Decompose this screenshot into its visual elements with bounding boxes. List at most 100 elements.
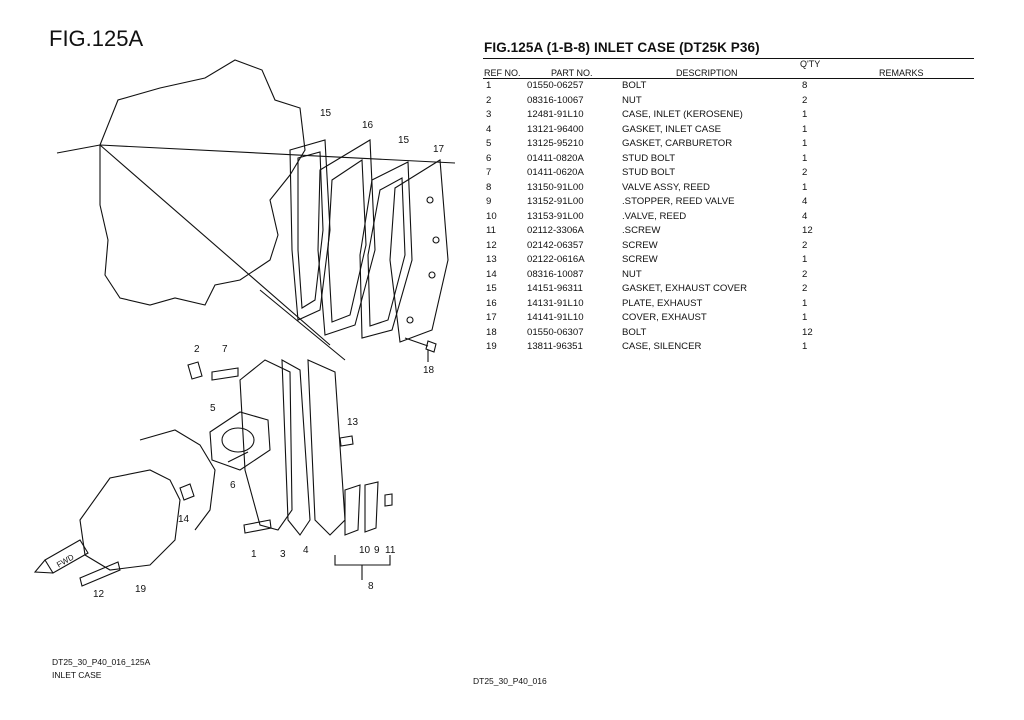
callout-14: 14	[178, 514, 190, 525]
part-no-cell: 01550-06257	[527, 80, 584, 91]
parts-list-title: FIG.125A (1-B-8) INLET CASE (DT25K P36)	[484, 40, 760, 55]
carburetor-flange	[209, 411, 271, 471]
part-no-cell: 13152-91L00	[527, 196, 584, 207]
qty-cell: 2	[802, 94, 808, 106]
ref-no-cell: 9	[486, 196, 492, 207]
part-no-cell: 13153-91L00	[527, 210, 584, 222]
screw-11	[384, 493, 393, 507]
footer-page: DT25_30_P40_016	[473, 676, 547, 686]
part-no-cell: 01411-0620A	[527, 167, 584, 178]
exploded-parts-diagram: 15 16 15 17 18 2 7 5 13 6 14 1 3 4 10 9 …	[33, 59, 456, 600]
qty-cell: 1	[802, 254, 808, 265]
plate-16	[317, 139, 376, 336]
reed-valve-plate	[307, 359, 346, 536]
part-no-cell: 01550-06307	[527, 326, 584, 338]
reed-valve-9	[364, 481, 379, 533]
callout-2: 2	[194, 344, 200, 355]
callout-18: 18	[423, 365, 435, 376]
ref-no-cell: 16	[486, 297, 497, 309]
callout-6: 6	[230, 480, 236, 491]
callout-1: 1	[251, 549, 257, 560]
gasket-15-right	[359, 161, 413, 339]
screw-12	[79, 561, 121, 587]
callout-16: 16	[362, 120, 374, 131]
plate-16-inner	[327, 159, 367, 323]
callout-7: 7	[222, 344, 228, 355]
qty-cell: 1	[802, 109, 808, 120]
stud-bolt-6	[227, 451, 249, 463]
part-no-cell: 14151-96311	[527, 283, 583, 294]
header-remarks: REMARKS	[879, 68, 924, 78]
ref-no-cell: 5	[486, 138, 492, 149]
header-ref-no: REF NO.	[484, 68, 521, 78]
callout-3: 3	[280, 549, 286, 560]
description-cell: VALVE ASSY, REED	[622, 181, 710, 193]
description-cell: STUD BOLT	[622, 152, 676, 164]
fwd-arrow	[33, 539, 89, 574]
qty-cell: 12	[802, 225, 813, 236]
qty-cell: 1	[802, 297, 808, 309]
callout-19: 19	[135, 584, 147, 595]
part-no-cell: 14131-91L10	[527, 297, 584, 309]
callout-15b: 15	[398, 135, 410, 146]
description-cell: .STOPPER, REED VALVE	[622, 196, 735, 207]
part-no-cell: 13125-95210	[527, 138, 584, 149]
nut-2	[187, 361, 203, 380]
description-cell: GASKET, EXHAUST COVER	[622, 283, 748, 294]
guide-line	[259, 289, 346, 361]
description-cell: BOLT	[622, 80, 647, 91]
description-cell: CASE, SILENCER	[622, 341, 702, 352]
part-no-cell: 13121-96400	[527, 123, 584, 135]
header-qty: Q'TY	[800, 59, 821, 69]
ref-no-cell: 18	[486, 326, 497, 338]
callout-15a: 15	[320, 108, 332, 119]
callout-10: 10	[359, 545, 371, 556]
part-no-cell: 02142-06357	[527, 239, 584, 251]
qty-cell: 1	[802, 181, 808, 193]
callout-5: 5	[210, 403, 216, 414]
qty-cell: 1	[802, 152, 808, 164]
header-part-no: PART NO.	[551, 68, 593, 78]
description-cell: NUT	[622, 94, 642, 106]
silencer-case-19	[79, 469, 181, 571]
header-rule	[483, 78, 974, 79]
qty-cell: 1	[802, 138, 808, 149]
description-cell: BOLT	[622, 326, 647, 338]
engine-block-outline	[99, 59, 306, 306]
footer-name: INLET CASE	[52, 670, 102, 680]
nut-14	[179, 483, 195, 501]
part-no-cell: 08316-10087	[527, 268, 584, 280]
description-cell: GASKET, CARBURETOR	[622, 138, 733, 149]
part-no-cell: 01411-0820A	[527, 152, 584, 164]
description-cell: CASE, INLET (KEROSENE)	[622, 109, 743, 120]
callout-12: 12	[93, 589, 105, 600]
qty-cell: 4	[802, 196, 808, 207]
description-cell: .SCREW	[622, 225, 661, 236]
reed-assy-bracket	[334, 555, 391, 580]
qty-cell: 2	[802, 167, 808, 178]
qty-cell: 8	[802, 80, 808, 91]
ref-no-cell: 12	[486, 239, 497, 251]
part-no-cell: 13811-96351	[527, 341, 583, 352]
bolt-1	[243, 519, 272, 534]
callout-4: 4	[303, 545, 309, 556]
footer-code: DT25_30_P40_016_125A	[52, 657, 151, 667]
qty-cell: 2	[802, 283, 808, 294]
bolt-18	[404, 337, 437, 353]
ref-no-cell: 4	[486, 123, 492, 135]
description-cell: GASKET, INLET CASE	[622, 123, 721, 135]
qty-cell: 2	[802, 268, 808, 280]
part-no-cell: 02122-0616A	[527, 254, 585, 265]
title-rule	[483, 58, 974, 59]
screw-13	[339, 435, 354, 447]
